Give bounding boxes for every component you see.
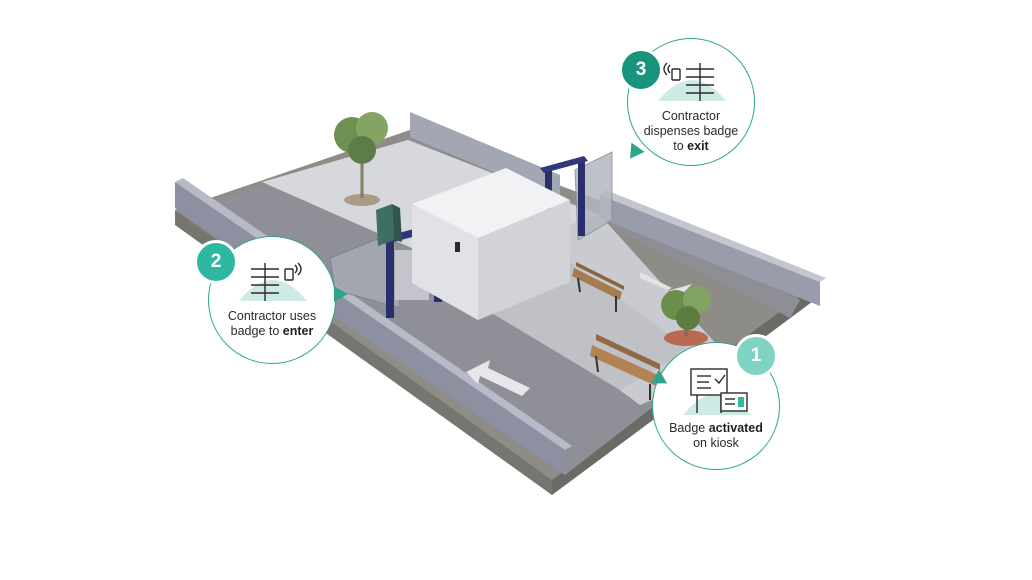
bench-back (572, 262, 624, 312)
wall-right (600, 195, 820, 306)
step-2-line-2: badge to enter (230, 324, 314, 338)
tree-front (661, 286, 711, 346)
turnstile-badge-icon (239, 262, 307, 301)
arrow-left-road (466, 360, 530, 396)
wall-right-top (600, 190, 826, 282)
callout-2-tail (334, 286, 348, 302)
step-2-number: 2 (194, 240, 238, 284)
step-3-number: 3 (619, 48, 663, 92)
guard-building (412, 168, 570, 320)
step-2-bold: enter (282, 324, 314, 338)
turnstile-badge-icon (658, 62, 726, 101)
kiosk (376, 204, 402, 246)
step-1-line-2: on kiosk (693, 436, 739, 450)
bench-front (590, 334, 660, 400)
step-3-line-2: dispenses badge (643, 124, 739, 138)
step-3-bold: exit (687, 139, 709, 153)
step-1-bold: activated (708, 421, 763, 435)
tree-back (334, 112, 388, 206)
step-3-line-1: Contractor (661, 109, 721, 123)
road-right (420, 135, 800, 318)
step-1-line-1: Badge activated (669, 421, 763, 435)
step-2-line-1: Contractor uses (227, 309, 317, 323)
kiosk-screen-badge-icon (683, 368, 751, 415)
step-3-line-3: to exit (673, 139, 709, 153)
callout-step-3: Contractor dispenses badge to exit (627, 38, 755, 166)
step-1-number: 1 (734, 334, 778, 378)
